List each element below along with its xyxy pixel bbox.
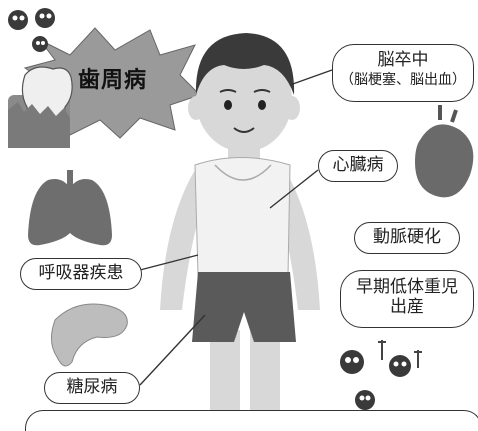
diabetes-label: 糖尿病	[44, 372, 140, 404]
connector-resp	[139, 254, 199, 271]
stroke-subtitle: （脳梗塞、脳出血）	[340, 72, 466, 88]
connector-diabetes	[139, 314, 206, 386]
lungs-icon	[28, 170, 112, 246]
footer-strip	[25, 410, 478, 431]
germ-icon-6	[355, 390, 375, 410]
premature-line2: 出産	[390, 297, 424, 317]
germ-icon-1	[8, 10, 28, 30]
pancreas-icon	[51, 303, 128, 367]
germ-icon-4	[340, 350, 364, 374]
heart-icon	[415, 105, 474, 198]
respiratory-label: 呼吸器疾患	[20, 258, 142, 290]
connector-stroke	[289, 69, 333, 86]
stroke-title: 脳卒中	[377, 50, 429, 70]
connector-heart	[269, 169, 319, 209]
tooth-icon	[8, 66, 73, 148]
periodontal-label: 歯周病	[78, 68, 148, 93]
stroke-label: 脳卒中 （脳梗塞、脳出血）	[332, 44, 474, 102]
boy-figure	[160, 33, 320, 427]
arteriosclerosis-label: 動脈硬化	[354, 222, 460, 254]
premature-birth-label: 早期低体重児 出産	[340, 270, 474, 328]
trident-icon	[378, 340, 422, 368]
germ-icon-5	[389, 355, 411, 377]
germ-icon-2	[35, 8, 55, 28]
germ-icon-3	[32, 36, 48, 52]
premature-line1: 早期低体重児	[356, 277, 458, 297]
heart-disease-label: 心臓病	[318, 150, 398, 182]
